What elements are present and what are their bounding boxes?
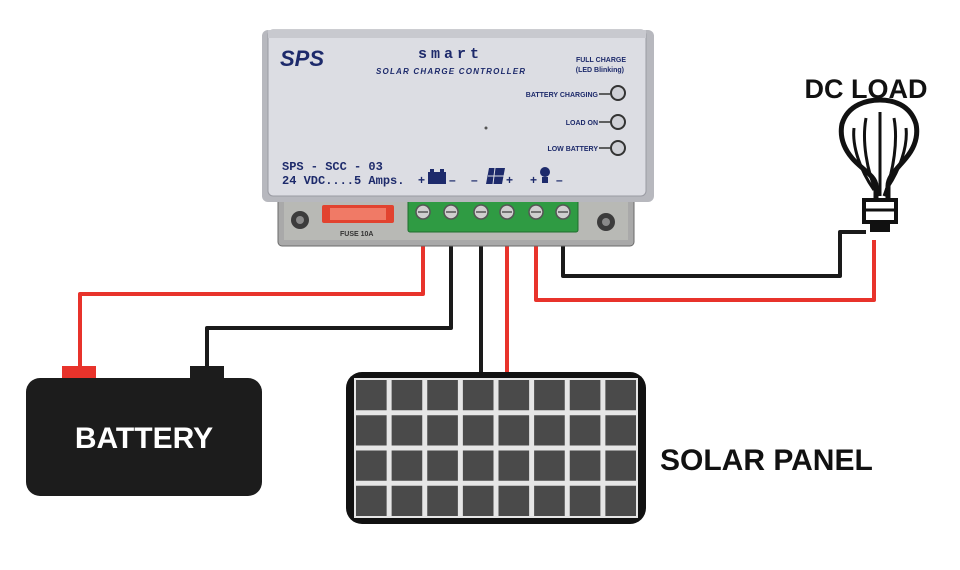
solar-cell <box>569 415 601 446</box>
product-name: SOLAR CHARGE CONTROLLER <box>376 67 526 76</box>
solar-cell <box>391 450 423 481</box>
rating: 24 VDC....5 Amps. <box>282 174 404 188</box>
bulb-icon <box>838 97 920 200</box>
solar-cell <box>569 380 601 411</box>
solar-cell <box>498 415 530 446</box>
indicator-full-charge-sublabel: (LED Blinking) <box>576 67 624 74</box>
battery-negative-terminal <box>190 366 224 380</box>
battery-body <box>26 378 262 496</box>
solar-cell <box>569 485 601 516</box>
dc-load: DC LOAD <box>805 74 928 232</box>
solar-cell <box>356 380 387 411</box>
indicator-low-battery-label: LOW BATTERY <box>547 146 598 153</box>
fuse-label: FUSE 10A <box>340 231 373 238</box>
solar-cell <box>534 485 565 516</box>
solar-cell <box>498 450 530 481</box>
indicator-battery-charging-label: BATTERY CHARGING <box>526 92 599 99</box>
solar-cell <box>356 415 387 446</box>
battery-icon <box>428 169 446 184</box>
solar-cell <box>462 450 494 481</box>
solar-cell <box>569 450 601 481</box>
solar-cell <box>605 415 636 446</box>
solar-cell <box>498 380 530 411</box>
solar-cell <box>534 415 565 446</box>
solar-cell <box>356 450 387 481</box>
battery-negative-wire <box>205 222 453 368</box>
solar-cell <box>605 450 636 481</box>
led-full-charge <box>610 85 626 101</box>
terminal-block <box>407 199 579 233</box>
solar-cell <box>605 380 636 411</box>
load-minus-sign: – <box>556 173 563 187</box>
battery-label: BATTERY <box>75 422 213 455</box>
battery: BATTERY <box>26 366 262 496</box>
brand-logo: SPS <box>280 46 324 71</box>
led-load-on <box>610 114 626 130</box>
solar-cell <box>427 485 458 516</box>
solar-cell <box>534 450 565 481</box>
solar-cell <box>391 415 423 446</box>
load-positive-wire <box>534 222 876 302</box>
terminal-screws <box>415 204 571 220</box>
solar-plus-sign: + <box>506 173 513 187</box>
solar-cell <box>356 485 387 516</box>
solar-panel-icon <box>486 167 505 185</box>
indicator-full-charge-label: FULL CHARGE <box>576 57 626 64</box>
solar-cell <box>605 485 636 516</box>
solar-cell <box>498 485 530 516</box>
solar-cell <box>427 380 458 411</box>
solar-cell <box>391 485 423 516</box>
solar-cell <box>462 415 494 446</box>
solar-cell <box>391 380 423 411</box>
solar-minus-sign: – <box>471 173 478 187</box>
charge-controller: FUSE 10A SPS smart SOLAR CHARGE CONTROLL… <box>262 29 654 247</box>
load-negative-wire <box>561 222 866 278</box>
solar-cells <box>354 378 638 518</box>
wires <box>78 222 876 372</box>
lamp-icon <box>540 167 550 183</box>
solar-cell <box>427 415 458 446</box>
battery-positive-terminal <box>62 366 96 380</box>
model-number: SPS - SCC - 03 <box>282 160 383 174</box>
battery-positive-wire <box>78 222 425 368</box>
solar-cell <box>462 380 494 411</box>
solar-cell <box>427 450 458 481</box>
product-line: smart <box>418 46 483 63</box>
solar-panel-label: SOLAR PANEL <box>660 444 873 477</box>
dc-load-label: DC LOAD <box>805 74 928 104</box>
battery-minus-sign: – <box>449 173 456 187</box>
solar-cell <box>462 485 494 516</box>
led-low-battery <box>610 140 626 156</box>
indicator-load-on-label: LOAD ON <box>566 120 598 127</box>
battery-plus-sign: + <box>418 173 425 187</box>
load-plus-sign: + <box>530 173 537 187</box>
solar-panel <box>346 372 646 524</box>
solar-cell <box>534 380 565 411</box>
